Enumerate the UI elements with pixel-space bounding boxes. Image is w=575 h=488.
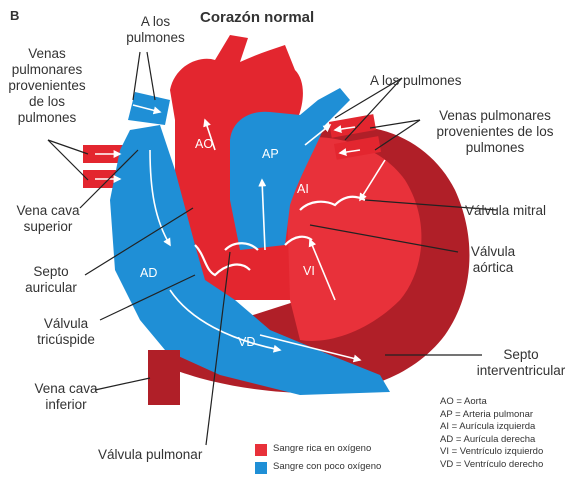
chamber-ao: AO bbox=[195, 137, 213, 151]
label-venas-pulmonares-left: Venas pulmonares provenientes de los pul… bbox=[2, 46, 92, 126]
chamber-vd: VD bbox=[238, 335, 255, 349]
legend-label-oxygen-poor: Sangre con poco oxígeno bbox=[273, 461, 381, 474]
chamber-ad: AD bbox=[140, 266, 157, 280]
label-valvula-pulmonar: Válvula pulmonar bbox=[98, 447, 202, 463]
figure-letter: B bbox=[10, 8, 19, 23]
abbr-ap: AP = Arteria pulmonar bbox=[440, 409, 573, 422]
label-vena-cava-superior: Vena cava superior bbox=[8, 203, 88, 235]
label-a-los-pulmones-left: A los pulmones bbox=[118, 14, 193, 46]
legend-swatch-blue bbox=[255, 462, 267, 474]
legend-item-oxygen-rich: Sangre rica en oxígeno bbox=[255, 442, 435, 460]
vena-cava-inferior bbox=[148, 350, 180, 405]
label-a-los-pulmones-right: A los pulmones bbox=[370, 73, 462, 89]
legend: Sangre rica en oxígeno Sangre con poco o… bbox=[255, 442, 435, 478]
legend-swatch-red bbox=[255, 444, 267, 456]
chamber-ai: AI bbox=[297, 182, 309, 196]
label-valvula-aortica: Válvula aórtica bbox=[460, 244, 526, 276]
chamber-ap: AP bbox=[262, 147, 279, 161]
label-septo-auricular: Septo auricular bbox=[20, 264, 82, 296]
label-valvula-mitral: Válvula mitral bbox=[465, 203, 546, 219]
label-venas-pulmonares-right: Venas pulmonares provenientes de los pul… bbox=[420, 108, 570, 156]
abbreviation-list: AO = Aorta AP = Arteria pulmonar AI = Au… bbox=[440, 396, 573, 471]
label-valvula-tricuspide: Válvula tricúspide bbox=[30, 316, 102, 348]
abbr-ad: AD = Aurícula derecha bbox=[440, 434, 573, 447]
abbr-vi: VI = Ventrículo izquierdo bbox=[440, 446, 573, 459]
label-septo-interventricular: Septo interventricular bbox=[470, 347, 572, 379]
chamber-vi: VI bbox=[303, 264, 315, 278]
abbr-ai: AI = Aurícula izquierda bbox=[440, 421, 573, 434]
legend-item-oxygen-poor: Sangre con poco oxígeno bbox=[255, 460, 435, 478]
label-vena-cava-inferior: Vena cava inferior bbox=[33, 381, 99, 413]
diagram-title: Corazón normal bbox=[200, 9, 314, 26]
abbr-ao: AO = Aorta bbox=[440, 396, 573, 409]
abbr-vd: VD = Ventrículo derecho bbox=[440, 459, 573, 472]
legend-label-oxygen-rich: Sangre rica en oxígeno bbox=[273, 443, 371, 456]
